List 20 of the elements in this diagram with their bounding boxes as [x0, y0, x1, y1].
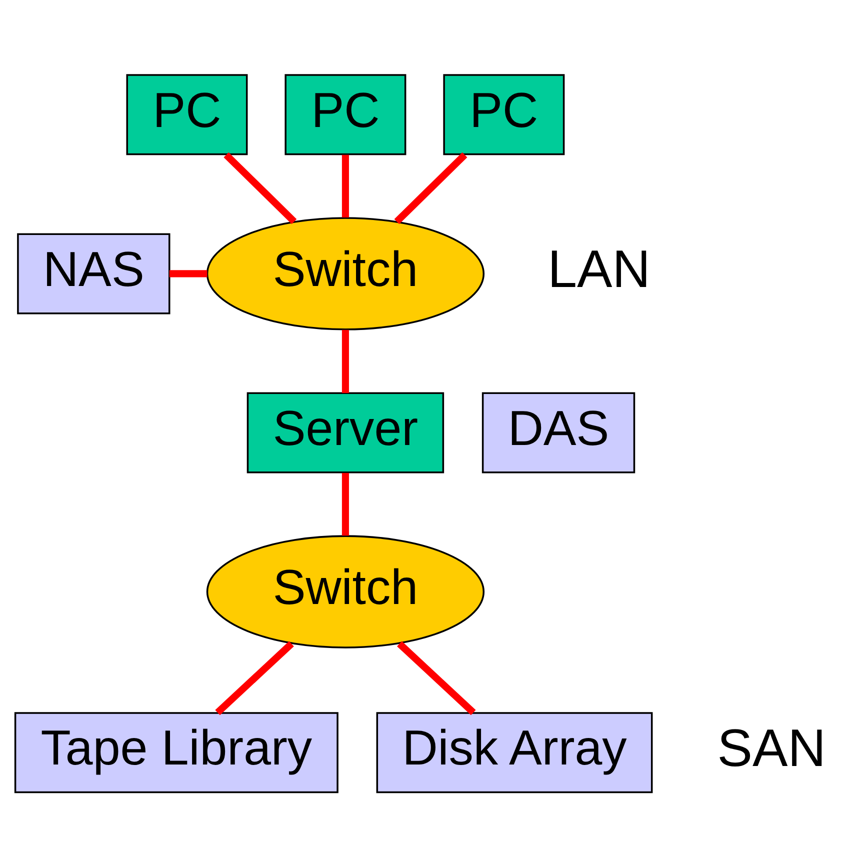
connector	[215, 640, 294, 715]
node-box: PC	[126, 74, 248, 155]
node-box: DAS	[482, 392, 636, 473]
label: SAN	[717, 718, 826, 778]
node-ellipse: Switch	[206, 216, 485, 330]
node-ellipse: Switch	[206, 534, 485, 648]
connector	[394, 152, 468, 224]
connector	[342, 329, 349, 392]
node-box: PC	[443, 74, 565, 155]
connector	[169, 270, 208, 277]
node-box: Disk Array	[376, 712, 653, 793]
node-box: NAS	[17, 232, 170, 314]
connector	[224, 152, 297, 224]
node-box: Server	[246, 392, 444, 473]
connector	[397, 640, 476, 715]
node-box: PC	[284, 74, 406, 155]
label: LAN	[548, 239, 650, 298]
node-box: Tape Library	[14, 712, 338, 793]
connector	[342, 472, 349, 536]
connector	[342, 154, 349, 217]
